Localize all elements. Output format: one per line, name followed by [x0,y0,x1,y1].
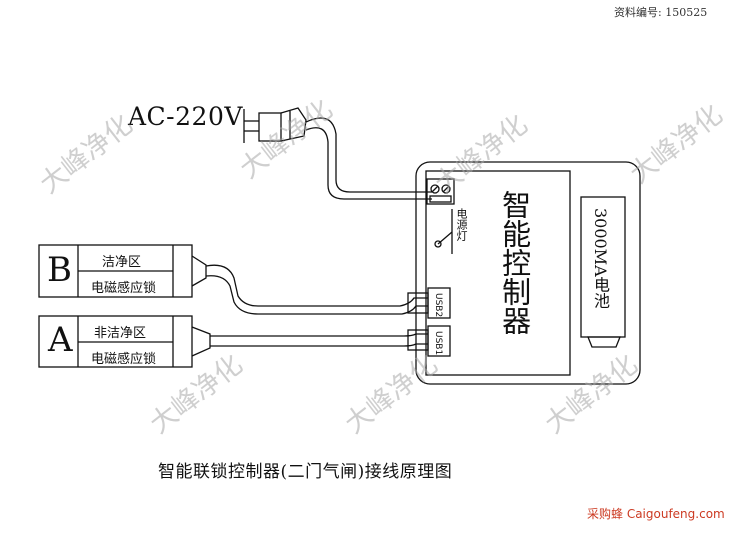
lock-a-zone: 非洁净区 [94,326,147,341]
diagram-caption: 智能联锁控制器(二门气闸)接线原理图 [158,462,453,482]
lock-b-cable [191,255,429,315]
lock-b-device-label: 电磁感应锁 [91,281,157,296]
lock-b-letter: B [47,250,72,290]
power-cord [305,117,432,200]
lock-a-device [38,315,193,368]
lock-b-zone: 洁净区 [102,255,142,270]
document-id: 资料编号: 150525 [614,6,708,19]
lock-a-device-label: 电磁感应锁 [91,352,157,367]
power-input-label: AC-220V [128,102,243,131]
power-lamp [434,209,453,254]
usb2-label: USB2 [433,293,443,318]
usb1-label: USB1 [433,331,443,356]
lock-a-cable [191,326,429,357]
power-terminal [426,178,455,205]
battery-terminal [587,336,621,348]
lock-b-device [38,244,193,298]
power-lamp-label: 电源灯 [455,208,468,241]
lock-a-letter: A [48,320,73,360]
power-plug [243,107,307,143]
battery-label: 3000MA电池 [591,208,610,309]
controller-title: 智能控制器 [497,190,532,335]
brand-logo: 采购蜂 Caigoufeng.com [587,507,725,521]
controller-box [415,161,641,385]
